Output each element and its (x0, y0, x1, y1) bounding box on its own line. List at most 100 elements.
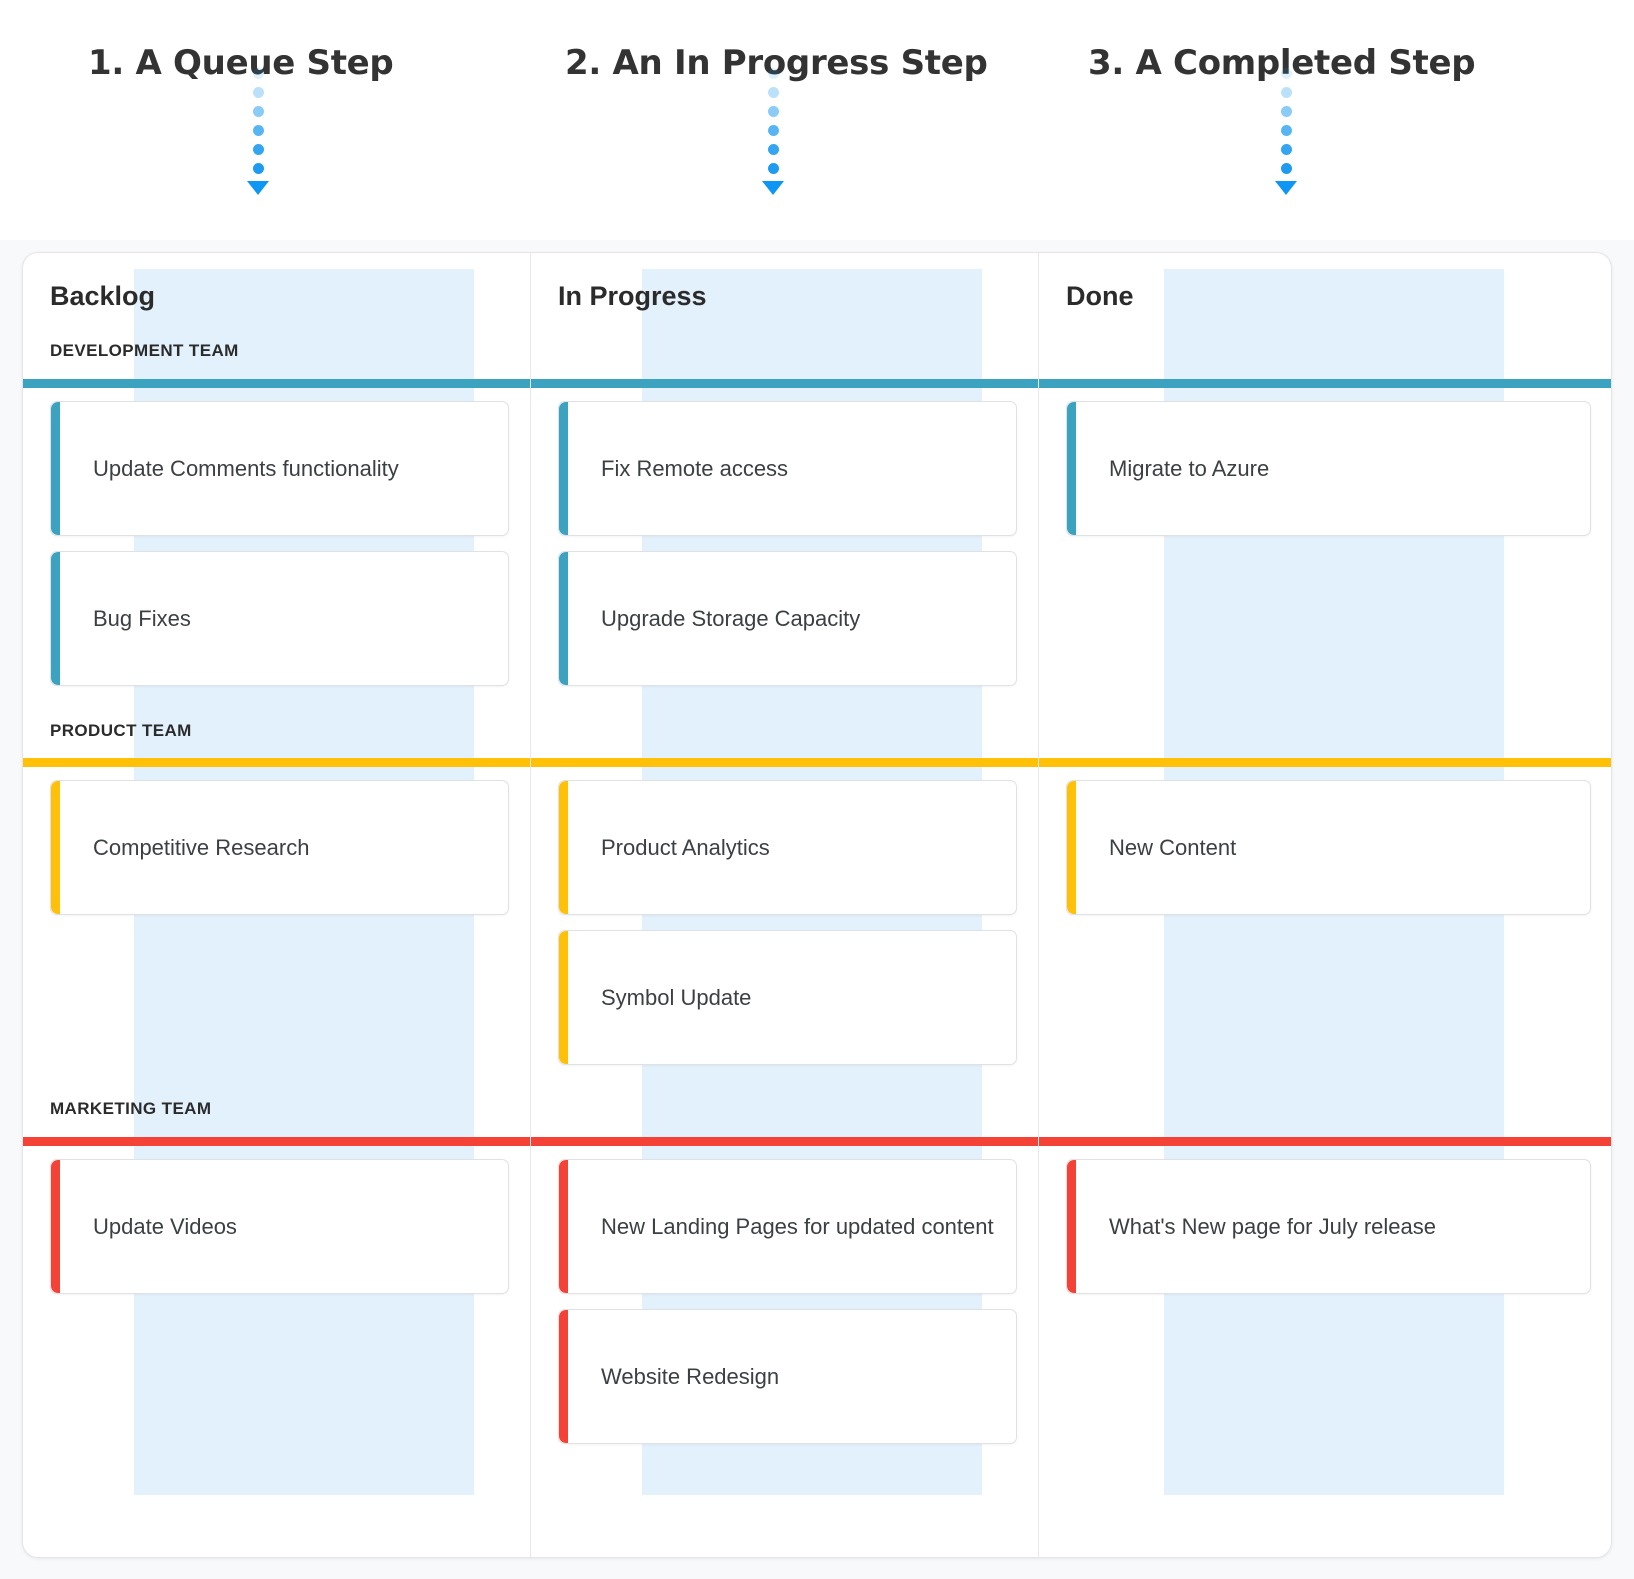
annotation-band: 1. A Queue Step 2. An In Progress Step 3… (0, 0, 1634, 240)
step-title: 1. A Queue Step (88, 43, 394, 83)
card-accent-bar (559, 781, 568, 914)
arrow-dot (767, 68, 779, 79)
card-title: Migrate to Azure (1109, 455, 1270, 481)
card-title: What's New page for July release (1109, 1213, 1437, 1239)
task-card[interactable]: What's New page for July release (1066, 1159, 1591, 1294)
task-card[interactable]: Fix Remote access (558, 401, 1017, 536)
arrow-dot (252, 125, 264, 136)
swimlane-divider-product-team (531, 758, 1039, 767)
task-card[interactable]: Website Redesign (558, 1309, 1017, 1444)
column-header-done: Done (1066, 281, 1134, 311)
card-title: Website Redesign (601, 1363, 780, 1389)
task-card[interactable]: New Landing Pages for updated content (558, 1159, 1017, 1294)
card-title: Upgrade Storage Capacity (601, 605, 861, 631)
card-accent-bar (559, 552, 568, 685)
arrow-dot (1280, 125, 1292, 136)
swimlane-divider-product-team (23, 758, 531, 767)
arrow-dot (252, 106, 264, 117)
card-accent-bar (1067, 1160, 1076, 1293)
card-list: Competitive Research (50, 780, 509, 930)
down-arrow-icon-1 (247, 68, 269, 195)
task-card[interactable]: Update Comments functionality (50, 401, 509, 536)
arrow-dot (767, 125, 779, 136)
swimlane-divider-product-team (1039, 758, 1611, 767)
arrow-head-icon (1275, 181, 1297, 195)
card-accent-bar (559, 1160, 568, 1293)
swimlane-divider-development-team (23, 379, 531, 388)
card-title: Update Comments functionality (93, 455, 399, 481)
card-list: Update Videos (50, 1159, 509, 1309)
step-annotation-3: 3. A Completed Step (1088, 40, 1476, 86)
step-annotation-1: 1. A Queue Step (88, 40, 394, 86)
arrow-dot (252, 68, 264, 79)
column-header-in-progress: In Progress (558, 281, 707, 311)
swimlane-divider-marketing-team (1039, 1137, 1611, 1146)
task-card[interactable]: Upgrade Storage Capacity (558, 551, 1017, 686)
arrow-head-icon (247, 181, 269, 195)
arrow-dot (767, 106, 779, 117)
arrow-dot (252, 87, 264, 98)
card-title: Competitive Research (93, 834, 310, 860)
card-title: Product Analytics (601, 834, 770, 860)
task-card[interactable]: Migrate to Azure (1066, 401, 1591, 536)
step-title: 3. A Completed Step (1088, 43, 1476, 83)
card-list: What's New page for July release (1066, 1159, 1591, 1309)
arrow-dot (767, 144, 779, 155)
task-card[interactable]: New Content (1066, 780, 1591, 915)
card-title: Update Videos (93, 1213, 237, 1239)
card-accent-bar (51, 402, 60, 535)
arrow-dot (252, 144, 264, 155)
down-arrow-icon-3 (1275, 68, 1297, 195)
arrow-dot (1280, 106, 1292, 117)
card-accent-bar (1067, 402, 1076, 535)
column-header-backlog: Backlog (50, 281, 156, 311)
card-accent-bar (1067, 781, 1076, 914)
task-card[interactable]: Product Analytics (558, 780, 1017, 915)
swimlane-divider-development-team (531, 379, 1039, 388)
card-accent-bar (559, 1310, 568, 1443)
swimlane-divider-marketing-team (23, 1137, 531, 1146)
card-title: Symbol Update (601, 984, 752, 1010)
swimlane-label-product-team: PRODUCT TEAM (50, 721, 192, 740)
column-separator (530, 253, 531, 1557)
card-title: Bug Fixes (93, 605, 191, 631)
card-title: New Landing Pages for updated content (601, 1213, 994, 1239)
card-list: Migrate to Azure (1066, 401, 1591, 551)
card-accent-bar (559, 402, 568, 535)
task-card[interactable]: Symbol Update (558, 930, 1017, 1065)
arrow-dot (767, 163, 779, 174)
task-card[interactable]: Competitive Research (50, 780, 509, 915)
arrow-head-icon (762, 181, 784, 195)
card-list: New Content (1066, 780, 1591, 930)
task-card[interactable]: Bug Fixes (50, 551, 509, 686)
task-card[interactable]: Update Videos (50, 1159, 509, 1294)
swimlane-divider-development-team (1039, 379, 1611, 388)
card-title: Fix Remote access (601, 455, 789, 481)
card-title: New Content (1109, 834, 1237, 860)
card-accent-bar (51, 552, 60, 685)
arrow-dot (767, 87, 779, 98)
column-separator (1038, 253, 1039, 1557)
arrow-dot (252, 163, 264, 174)
arrow-dot (1280, 87, 1292, 98)
swimlane-divider-marketing-team (531, 1137, 1039, 1146)
card-accent-bar (51, 781, 60, 914)
step-title: 2. An In Progress Step (565, 43, 988, 83)
arrow-dot (1280, 163, 1292, 174)
arrow-dot (1280, 144, 1292, 155)
swimlane-label-marketing-team: MARKETING TEAM (50, 1099, 212, 1118)
down-arrow-icon-2 (762, 68, 784, 195)
